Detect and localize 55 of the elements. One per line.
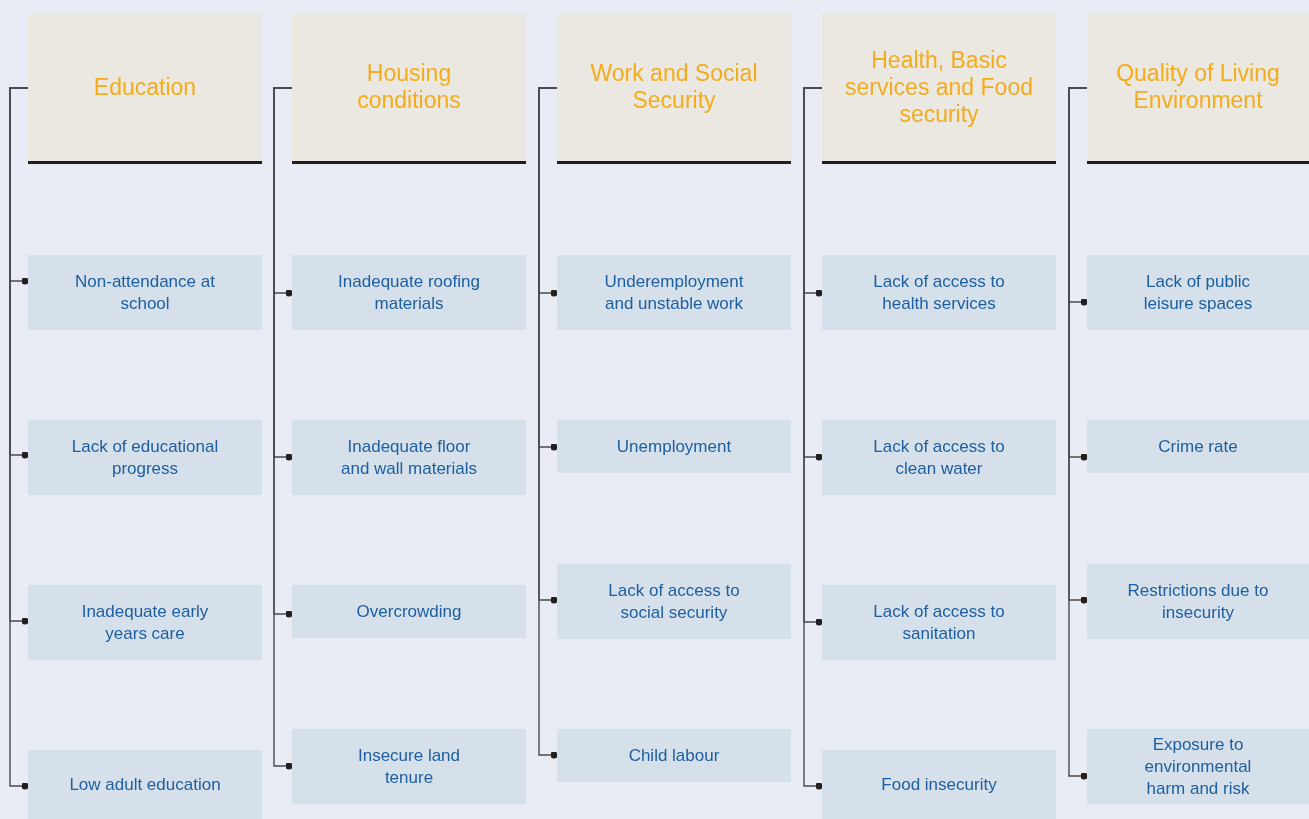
- category-header: [822, 13, 1056, 164]
- indicator-label: Lack of public leisure spaces: [1142, 270, 1254, 315]
- indicator-box: [28, 420, 262, 495]
- indicator-label: Unemployment: [616, 435, 732, 458]
- indicator-label: Lack of access to clean water: [872, 435, 1006, 480]
- indicator-box: [292, 255, 526, 330]
- indicator-box: [1087, 420, 1309, 473]
- indicator-box: [557, 564, 791, 639]
- indicator-box: [557, 729, 791, 782]
- category-header: [28, 13, 262, 164]
- indicator-box: [1087, 729, 1309, 804]
- indicator-box: [28, 255, 262, 330]
- indicator-box: [1087, 255, 1309, 330]
- indicator-label: Inadequate floor and wall materials: [339, 435, 479, 480]
- indicator-label: Lack of educational progress: [70, 435, 220, 480]
- category-header: [292, 13, 526, 164]
- indicator-label: Exposure to environmental harm and risk: [1143, 733, 1253, 800]
- indicator-label: Lack of access to social security: [607, 579, 741, 624]
- indicator-label: Low adult education: [69, 773, 221, 796]
- category-header: [1087, 13, 1309, 164]
- connector-line: [9, 87, 29, 790]
- indicator-box: [28, 585, 262, 660]
- indicator-label: Underemployment and unstable work: [603, 270, 745, 315]
- category-title: Education: [93, 73, 197, 101]
- indicator-box: [557, 420, 791, 473]
- indicator-box: [822, 255, 1056, 330]
- connector-line: [273, 87, 293, 770]
- indicator-box: [28, 750, 262, 819]
- indicator-label: Restrictions due to insecurity: [1127, 579, 1269, 624]
- indicator-label: Non-attendance at school: [74, 270, 216, 315]
- indicator-box: [822, 750, 1056, 819]
- indicator-label: Child labour: [628, 744, 720, 767]
- indicator-box: [822, 585, 1056, 660]
- indicator-box: [292, 729, 526, 804]
- indicator-label: Crime rate: [1158, 435, 1238, 458]
- connector-line: [1068, 87, 1088, 780]
- indicator-label: Lack of access to sanitation: [872, 600, 1006, 645]
- indicator-box: [822, 420, 1056, 495]
- category-header: [557, 13, 791, 164]
- indicator-box: [292, 420, 526, 495]
- indicator-label: Inadequate roofing materials: [337, 270, 481, 315]
- indicator-label: Food insecurity: [881, 773, 997, 796]
- indicator-box: [557, 255, 791, 330]
- indicator-label: Insecure land tenure: [356, 744, 462, 789]
- indicator-label: Lack of access to health services: [872, 270, 1006, 315]
- category-title: Housing conditions: [356, 60, 462, 114]
- connector-line: [538, 87, 558, 759]
- connector-line: [803, 87, 823, 790]
- category-title: Work and Social Security: [589, 60, 759, 114]
- indicator-label: Inadequate early years care: [80, 600, 210, 645]
- indicator-label: Overcrowding: [356, 600, 462, 623]
- category-title: Health, Basic services and Food security: [844, 46, 1034, 128]
- category-title: Quality of Living Environment: [1115, 60, 1281, 114]
- indicator-box: [292, 585, 526, 638]
- indicator-box: [1087, 564, 1309, 639]
